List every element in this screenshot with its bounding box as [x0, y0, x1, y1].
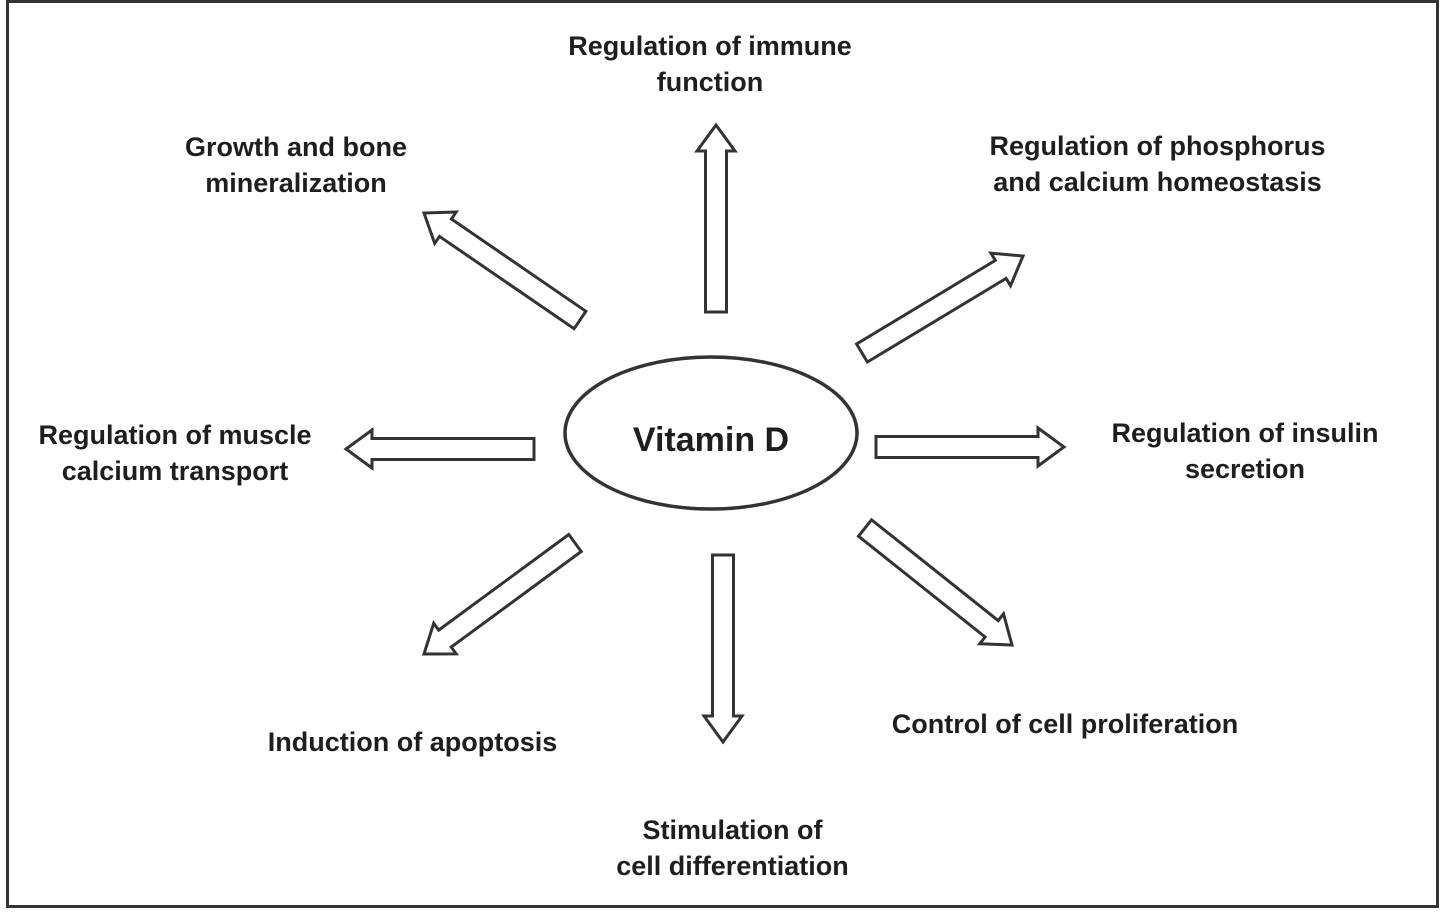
arrow-proliferation: [856, 517, 1014, 647]
arrow-bone: [421, 210, 588, 331]
center-label: Vitamin D: [632, 421, 790, 459]
label-apoptosis: Induction of apoptosis: [267, 727, 558, 757]
label-insulin: Regulation of insulin secretion: [1111, 418, 1379, 484]
arrow-differentiation: [701, 553, 745, 745]
label-proliferation: Control of cell proliferation: [891, 709, 1239, 739]
arrow-phosphorus: [854, 251, 1026, 365]
arrow-insulin: [874, 425, 1067, 469]
arrow-muscle: [343, 427, 536, 471]
label-phosphorus: Regulation of phosphorus and calcium hom…: [989, 131, 1326, 197]
label-differentiation: Stimulation of cell differentiation: [616, 815, 849, 881]
label-muscle: Regulation of muscle calcium transport: [38, 420, 312, 486]
arrow-apoptosis: [421, 532, 584, 656]
vitamin-d-ellipse: [563, 355, 859, 511]
label-bone: Growth and bone mineralization: [185, 132, 407, 198]
label-immune: Regulation of immune function: [568, 31, 852, 97]
arrow-immune: [694, 122, 738, 314]
arrows-group: [343, 122, 1067, 745]
